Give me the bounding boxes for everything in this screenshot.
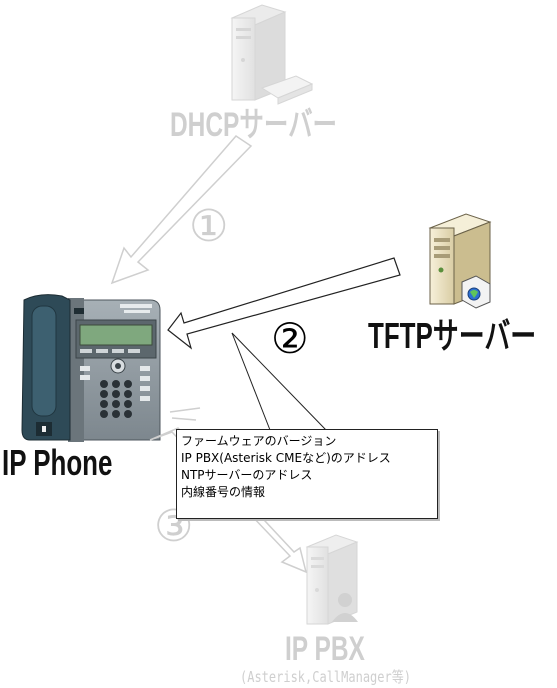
callout-pointer (231, 332, 327, 431)
step-1-marker: ① (189, 201, 229, 252)
tftp-server-label: TFTPサーバー (368, 315, 537, 356)
config-info-callout: ファームウェアのバージョン IP PBX(Asterisk CMEなど)のアドレ… (176, 429, 438, 519)
callout-line: 内線番号の情報 (181, 485, 266, 499)
callout-line: ファームウェアのバージョン (181, 434, 337, 448)
ip-phone-icon (21, 294, 161, 442)
dhcp-server-label: DHCPサーバー (170, 106, 338, 144)
arrow-step-1 (110, 135, 253, 285)
dhcp-server-icon (230, 4, 314, 105)
ip-phone-label: IP Phone (2, 442, 113, 483)
callout-line: IP PBX(Asterisk CMEなど)のアドレス (181, 451, 391, 465)
pbx-server-icon (305, 534, 359, 625)
step-2-marker: ② (271, 314, 309, 363)
ip-pbx-label: IP PBX (285, 630, 365, 668)
ip-pbx-sublabel: (Asterisk,CallManager等) (240, 668, 411, 686)
arrow-step-2 (167, 257, 401, 350)
tftp-server-icon (428, 213, 492, 309)
callout-line: NTPサーバーのアドレス (181, 468, 313, 482)
